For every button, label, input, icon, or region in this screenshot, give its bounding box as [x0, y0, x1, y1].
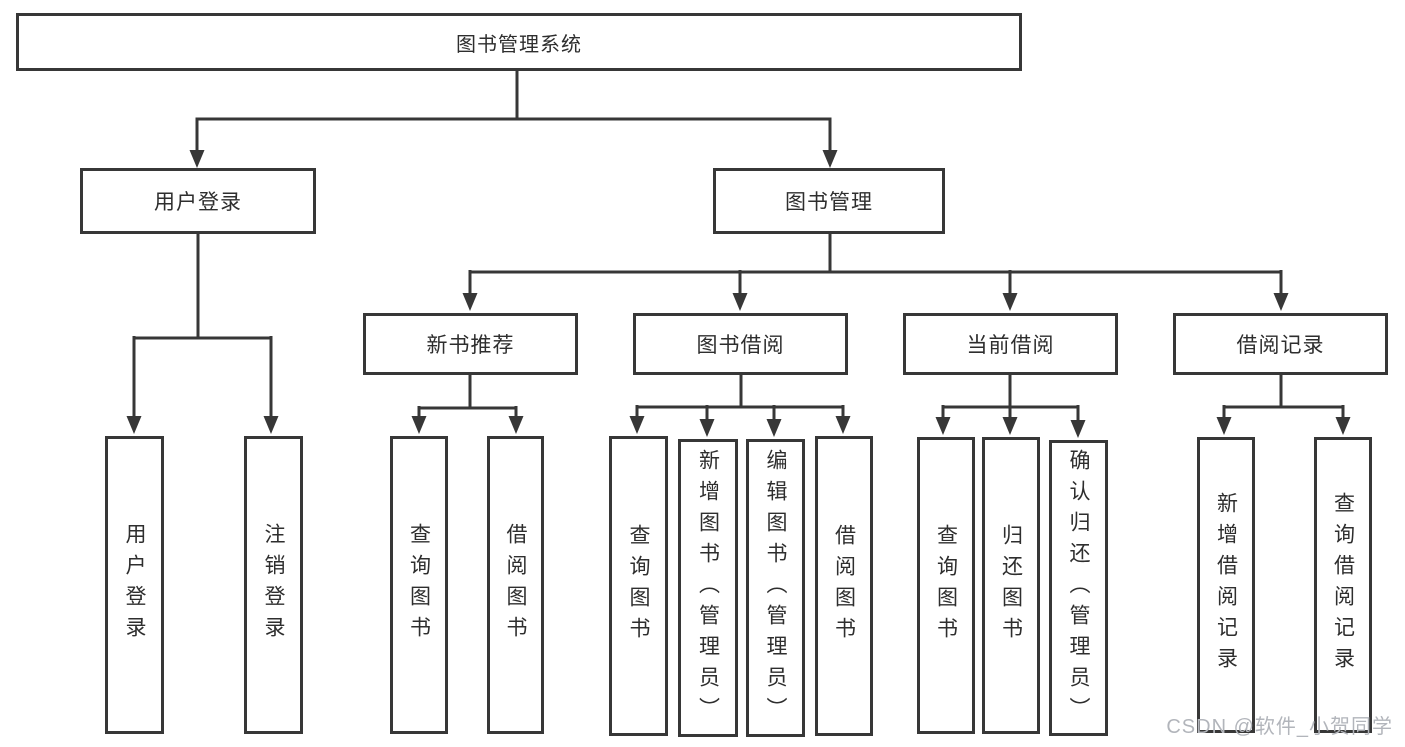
leaf-edit-book-admin: 编辑图书（管理员） [746, 439, 805, 737]
leaf-logout: 注销登录 [244, 436, 303, 734]
leaf-add-book-admin-label: 新增图书（管理员） [696, 448, 720, 728]
leaf-logout-label: 注销登录 [262, 523, 285, 647]
leaf-edit-book-admin-label: 编辑图书（管理员） [764, 448, 787, 728]
node-borrow-records-label: 借阅记录 [1236, 334, 1325, 357]
leaf-add-borrow-record: 新增借阅记录 [1197, 437, 1255, 733]
leaf-borrow-books-borrow: 借阅图书 [815, 436, 873, 736]
leaf-query-borrow-record: 查询借阅记录 [1314, 437, 1372, 733]
node-book-borrow-label: 图书借阅 [696, 334, 785, 357]
node-current-borrow: 当前借阅 [903, 313, 1118, 375]
node-borrow-records: 借阅记录 [1173, 313, 1388, 375]
leaf-query-books-recommend: 查询图书 [390, 436, 448, 734]
leaf-user-login-label: 用户登录 [123, 523, 146, 647]
node-root: 图书管理系统 [16, 13, 1022, 71]
node-user-login-label: 用户登录 [154, 191, 242, 214]
leaf-query-books-recommend-label: 查询图书 [407, 523, 431, 647]
node-new-book-recommend-label: 新书推荐 [426, 334, 515, 357]
leaf-return-book: 归还图书 [982, 437, 1040, 734]
node-book-management: 图书管理 [713, 168, 945, 234]
leaf-borrow-books-borrow-label: 借阅图书 [832, 524, 856, 648]
watermark: CSDN @软件_小贺同学 [1166, 716, 1393, 738]
leaf-confirm-return-admin-label: 确认归还（管理员） [1067, 448, 1090, 728]
node-root-label: 图书管理系统 [456, 33, 582, 56]
node-user-login: 用户登录 [80, 168, 316, 234]
node-new-book-recommend: 新书推荐 [363, 313, 578, 375]
node-book-borrow: 图书借阅 [633, 313, 848, 375]
node-current-borrow-label: 当前借阅 [966, 334, 1055, 357]
leaf-add-book-admin: 新增图书（管理员） [678, 439, 738, 737]
leaf-return-book-label: 归还图书 [999, 523, 1023, 648]
leaf-add-borrow-record-label: 新增借阅记录 [1214, 492, 1238, 678]
node-book-management-label: 图书管理 [785, 191, 873, 214]
leaf-query-borrow-record-label: 查询借阅记录 [1331, 492, 1355, 678]
leaf-query-books-current-label: 查询图书 [934, 523, 958, 648]
leaf-query-books-current: 查询图书 [917, 437, 975, 734]
leaf-confirm-return-admin: 确认归还（管理员） [1049, 440, 1108, 736]
leaf-query-books-borrow-label: 查询图书 [627, 524, 650, 648]
leaf-query-books-borrow: 查询图书 [609, 436, 668, 736]
leaf-borrow-books-recommend-label: 借阅图书 [504, 523, 527, 647]
leaf-user-login: 用户登录 [105, 436, 164, 734]
leaf-borrow-books-recommend: 借阅图书 [487, 436, 544, 734]
